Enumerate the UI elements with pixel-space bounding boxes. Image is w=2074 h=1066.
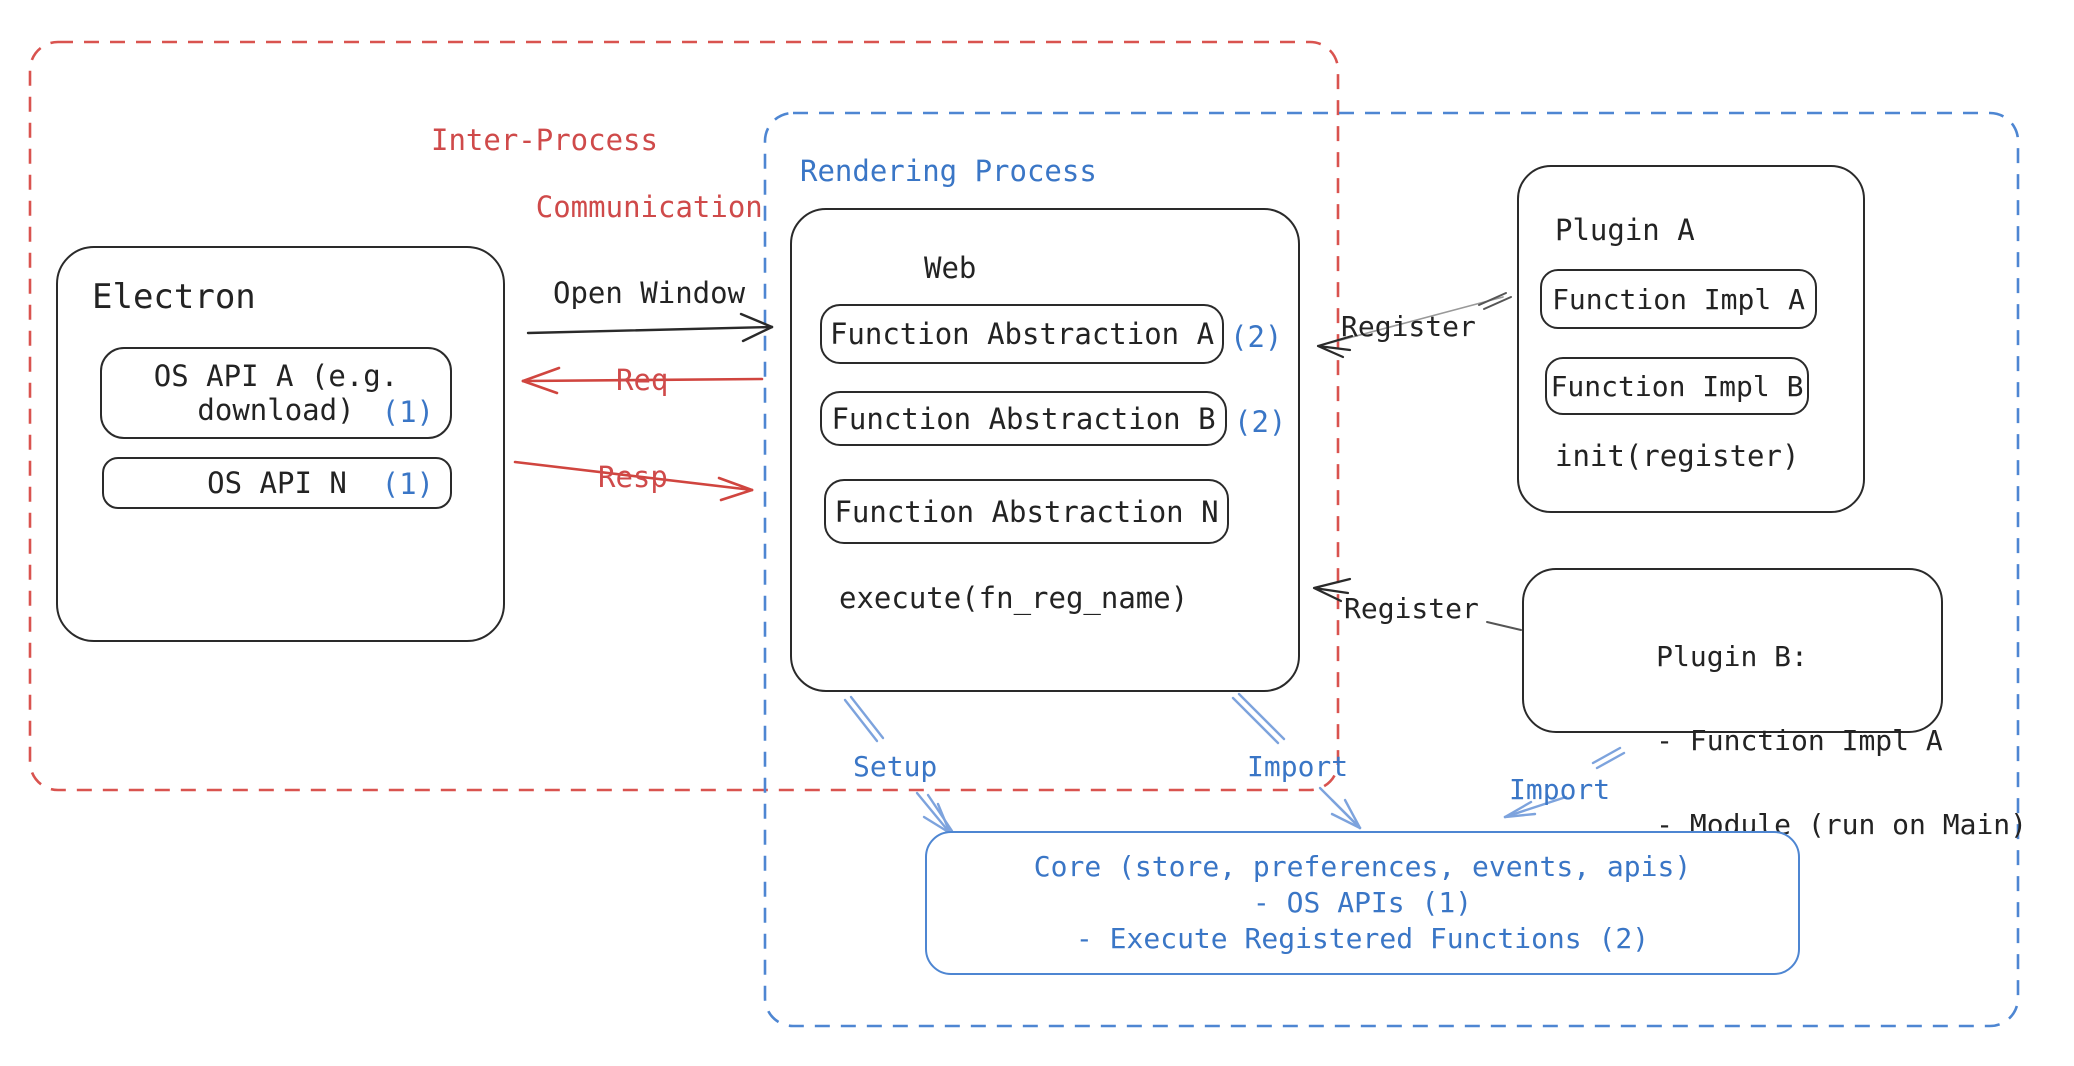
function-abstraction-a-badge: (2)	[1230, 320, 1283, 354]
web-title: Web	[924, 251, 977, 285]
os-api-a-line2: download)	[197, 393, 355, 427]
rendering-process-label: Rendering Process	[800, 154, 1097, 188]
register-top-label: Register	[1341, 310, 1476, 343]
os-api-a-line1: OS API A (e.g.	[153, 359, 399, 393]
req-label: Req	[616, 363, 669, 397]
os-api-n-label: OS API N	[207, 466, 347, 500]
core-line3: - Execute Registered Functions (2)	[1075, 922, 1650, 955]
open-window-label: Open Window	[553, 276, 746, 310]
plugin-b-item1: - Function Impl A	[1656, 724, 1943, 757]
function-abstraction-b-badge: (2)	[1234, 405, 1287, 439]
core-line1: Core (store, preferences, events, apis)	[1033, 850, 1692, 883]
register-bottom-label: Register	[1344, 592, 1479, 625]
electron-title: Electron	[92, 277, 256, 317]
function-impl-b-box: Function Impl B	[1545, 357, 1809, 415]
setup-label: Setup	[853, 750, 938, 783]
web-box: Web Function Abstraction A (2) Function …	[790, 208, 1300, 692]
plugin-b-box: Plugin B: - Function Impl A - Module (ru…	[1522, 568, 2027, 841]
os-api-a-box: OS API A (e.g. download) (1)	[100, 347, 452, 439]
os-api-n-badge: (1)	[381, 467, 434, 501]
function-abstraction-n-label: Function Abstraction N	[834, 494, 1219, 529]
import-left-label: Import	[1247, 750, 1349, 783]
function-abstraction-n-box: Function Abstraction N	[824, 479, 1229, 544]
electron-box: Electron OS API A (e.g. download) (1) OS…	[56, 246, 505, 642]
import-right-label: Import	[1509, 773, 1611, 806]
function-abstraction-b-label: Function Abstraction B	[831, 401, 1216, 436]
plugin-b-title: Plugin B:	[1656, 640, 1808, 673]
os-api-n-box: OS API N (1)	[102, 457, 452, 509]
core-box: Core (store, preferences, events, apis) …	[925, 831, 1800, 975]
init-register-label: init(register)	[1555, 439, 1800, 473]
function-impl-a-box: Function Impl A	[1540, 269, 1817, 329]
ipc-label-line1: Inter-Process	[431, 123, 658, 157]
execute-label: execute(fn_reg_name)	[839, 581, 1189, 615]
plugin-a-box: Plugin A Function Impl A Function Impl B…	[1517, 165, 1865, 513]
plugin-a-title: Plugin A	[1555, 213, 1695, 247]
open-window-arrow	[526, 312, 774, 343]
core-line2: - OS APIs (1)	[1252, 886, 1473, 919]
ipc-label-line2: Communication	[535, 189, 763, 224]
function-impl-b-label: Function Impl B	[1550, 369, 1804, 403]
function-abstraction-b-box: Function Abstraction B	[820, 391, 1227, 446]
os-api-a-badge: (1)	[381, 395, 434, 429]
function-abstraction-a-label: Function Abstraction A	[829, 317, 1215, 351]
ipc-label: Inter-Process Communication	[431, 123, 763, 224]
function-impl-a-label: Function Impl A	[1552, 282, 1805, 316]
function-abstraction-a-box: Function Abstraction A	[820, 304, 1224, 364]
resp-label: Resp	[598, 460, 668, 494]
